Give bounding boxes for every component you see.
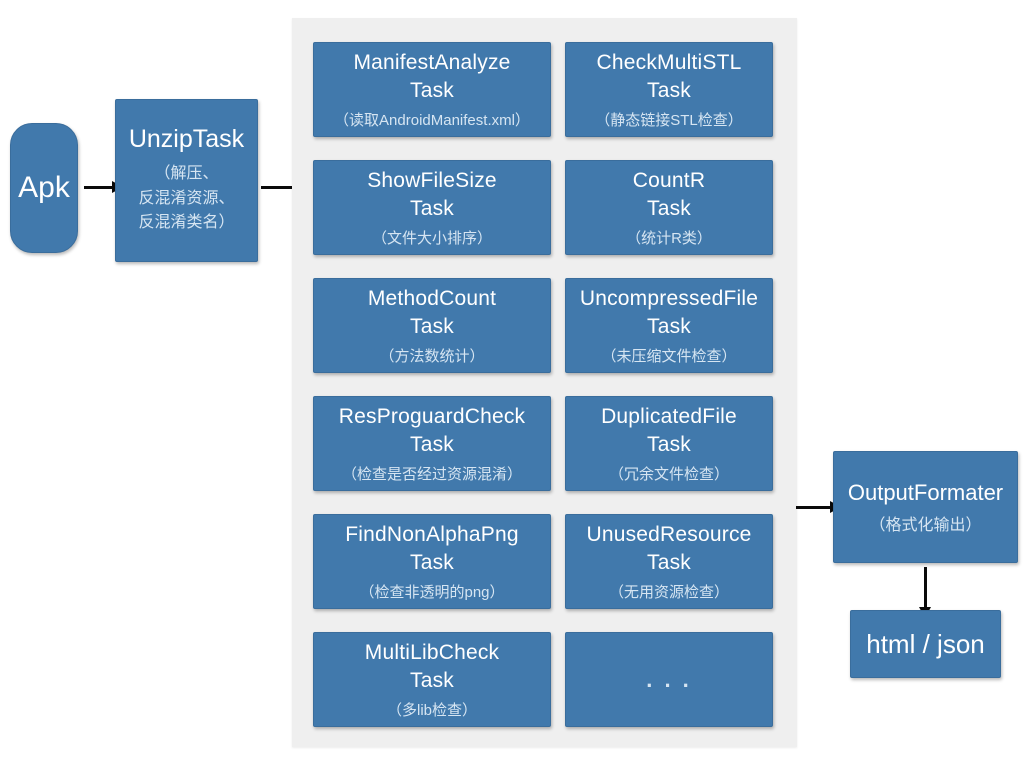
ellipsis-label: . . .: [646, 666, 692, 692]
task-name: FindNonAlphaPng: [345, 522, 519, 546]
task-suffix: Task: [647, 78, 691, 102]
task-suffix: Task: [410, 432, 454, 456]
task-description: （统计R类）: [626, 230, 712, 248]
task-description: （检查非透明的png）: [359, 584, 505, 602]
task-node: CheckMultiSTL Task （静态链接STL检查）: [565, 42, 773, 137]
unzip-task-title: UnzipTask: [128, 124, 245, 153]
output-formater-node: OutputFormater （格式化输出）: [833, 451, 1018, 563]
result-label: html / json: [866, 628, 985, 659]
task-suffix: Task: [647, 196, 691, 220]
apk-input-node: Apk: [10, 123, 78, 253]
task-description: （方法数统计）: [379, 348, 485, 366]
task-name: ManifestAnalyze: [353, 50, 511, 74]
task-node: CountR Task （统计R类）: [565, 160, 773, 255]
task-suffix: Task: [410, 78, 454, 102]
unzip-sub-line-3: 反混淆类名）: [138, 214, 235, 232]
task-suffix: Task: [410, 314, 454, 338]
apk-label: Apk: [18, 171, 70, 204]
task-name: MethodCount: [367, 286, 497, 310]
task-suffix: Task: [647, 432, 691, 456]
unzip-task-node: UnzipTask （解压、 反混淆资源、 反混淆类名）: [115, 99, 258, 262]
arrow-tasks-to-output: [796, 501, 841, 513]
task-description: （冗余文件检查）: [608, 466, 729, 484]
task-name: MultiLibCheck: [364, 640, 500, 664]
unzip-sub-line-1: （解压、: [154, 164, 219, 182]
task-description: （读取AndroidManifest.xml）: [334, 112, 530, 130]
task-description: （静态链接STL检查）: [595, 112, 743, 130]
unzip-sub-line-2: 反混淆资源、: [138, 189, 235, 207]
task-description: （文件大小排序）: [371, 230, 492, 248]
task-name: ShowFileSize: [367, 168, 497, 192]
task-description: （多lib检查）: [386, 702, 477, 720]
task-name: UncompressedFile: [579, 286, 759, 310]
task-description: （未压缩文件检查）: [601, 348, 737, 366]
task-name: CountR: [632, 168, 706, 192]
task-node-ellipsis: . . .: [565, 632, 773, 727]
task-suffix: Task: [647, 550, 691, 574]
task-description: （无用资源检查）: [608, 584, 729, 602]
task-suffix: Task: [410, 668, 454, 692]
task-name: ResProguardCheck: [338, 404, 526, 428]
task-name: UnusedResource: [586, 522, 752, 546]
arrow-unzip-to-tasks: [261, 181, 305, 193]
task-suffix: Task: [647, 314, 691, 338]
result-node: html / json: [850, 610, 1001, 678]
task-description: （检查是否经过资源混淆）: [341, 466, 522, 484]
task-name: CheckMultiSTL: [596, 50, 742, 74]
arrow-output-to-result: [919, 567, 931, 618]
task-name: DuplicatedFile: [601, 404, 737, 428]
task-suffix: Task: [410, 550, 454, 574]
output-formater-title: OutputFormater: [847, 479, 1004, 505]
arrow-apk-to-unzip: [84, 181, 123, 193]
output-formater-sub: （格式化输出）: [869, 516, 982, 534]
task-suffix: Task: [410, 196, 454, 220]
